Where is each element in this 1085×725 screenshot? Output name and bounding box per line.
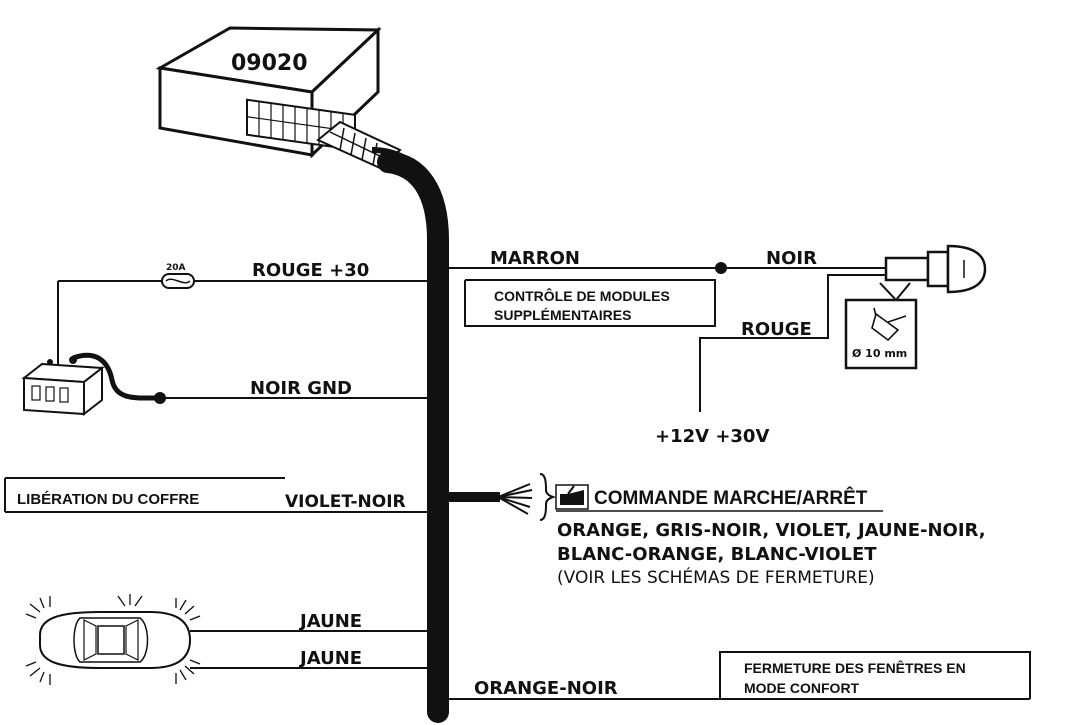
drill-diameter: Ø 10 mm	[852, 347, 907, 360]
wire-violet-noir: VIOLET-NOIR	[285, 492, 406, 512]
box-fenetres-line2: MODE CONFORT	[744, 680, 860, 696]
box-coffre: LIBÉRATION DU COFFRE	[17, 491, 199, 508]
brace	[539, 473, 557, 521]
wire-noir: NOIR	[766, 248, 817, 269]
wire-orange-noir: ORANGE-NOIR	[474, 678, 618, 699]
main-harness	[377, 151, 449, 723]
lock-colors-line2: BLANC-ORANGE, BLANC-VIOLET	[557, 544, 877, 565]
wire-jaune-1: JAUNE	[298, 611, 362, 632]
box-modules-line1: CONTRÔLE DE MODULES	[494, 287, 670, 304]
fuse-rating: 20A	[166, 263, 186, 273]
wire-marron: MARRON	[490, 248, 580, 269]
wire-rouge-30: ROUGE +30	[252, 260, 369, 281]
box-fenetres-line1: FERMETURE DES FENÊTRES EN	[744, 659, 966, 676]
fuse-icon	[161, 273, 195, 289]
lock-colors-line1: ORANGE, GRIS-NOIR, VIOLET, JAUNE-NOIR,	[557, 520, 986, 541]
module-code: 09020	[231, 51, 308, 76]
ground-cable	[72, 352, 159, 401]
wire-rouge: ROUGE	[741, 319, 812, 340]
drill-bit-icon	[844, 282, 918, 370]
wire-noir-gnd: NOIR GND	[250, 378, 352, 399]
wire-jaune-2: JAUNE	[298, 648, 362, 669]
lock-command: COMMANDE MARCHE/ARRÊT	[594, 487, 868, 509]
box-modules-line2: SUPPLÉMENTAIRES	[494, 307, 631, 323]
signal-flash-icons	[25, 594, 201, 685]
battery-icon	[21, 356, 105, 417]
led-button-icon	[884, 244, 987, 294]
module-box-icon	[155, 26, 382, 159]
lock-note: (VOIR LES SCHÉMAS DE FERMETURE)	[557, 566, 875, 588]
power-supply: +12V +30V	[655, 426, 769, 447]
pointer-hand-icon	[555, 484, 589, 510]
car-icon	[39, 611, 192, 669]
